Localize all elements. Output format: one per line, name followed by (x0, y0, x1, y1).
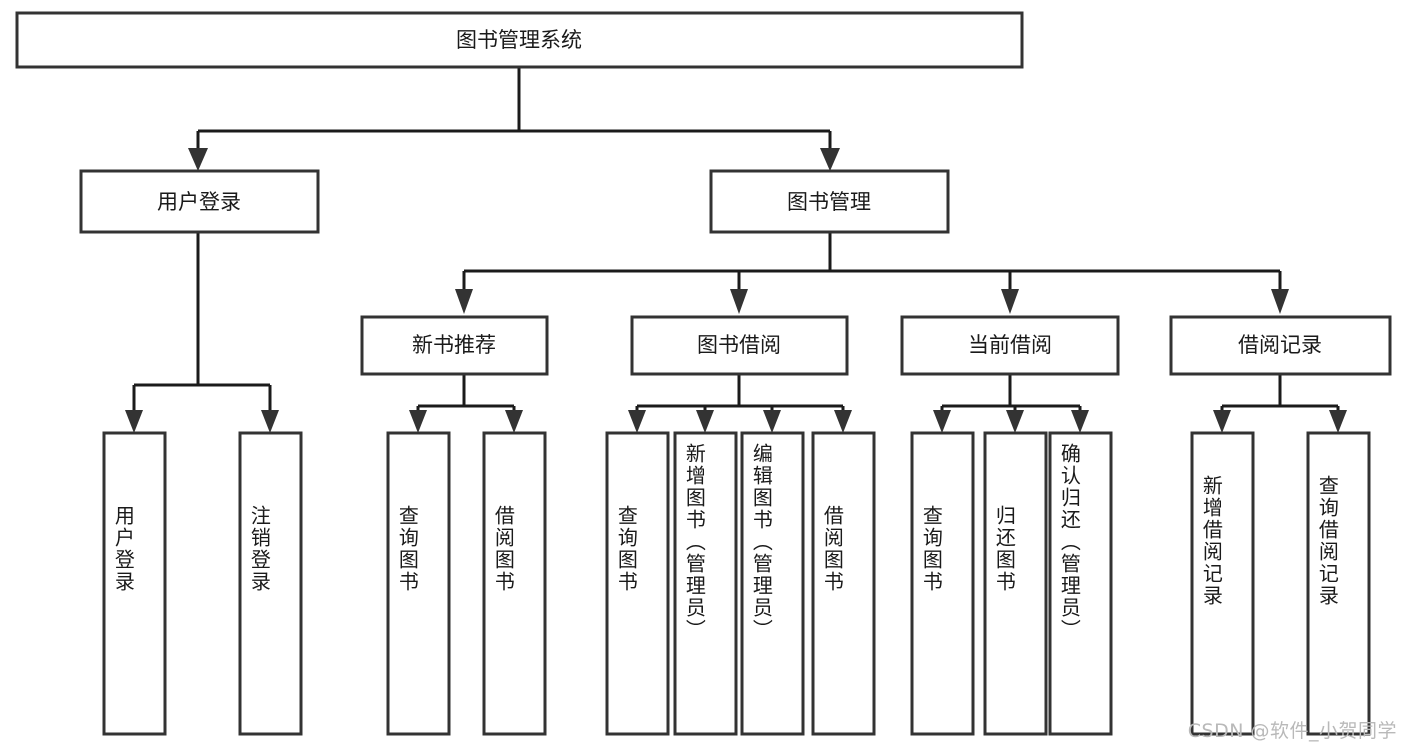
node-box-leaf-borrow-record-2[interactable] (1306, 431, 1371, 736)
connector-layer (125, 67, 1347, 433)
arrow-to-user-login (188, 148, 208, 171)
arrow-to-book-manage (820, 148, 840, 171)
node-box-new-book[interactable] (360, 315, 549, 376)
node-box-leaf-book-borrow-3[interactable] (740, 431, 805, 736)
arrow-ul-leaf-2 (261, 410, 279, 433)
node-box-leaf-book-borrow-1[interactable] (605, 431, 670, 736)
node-box-user-login[interactable] (79, 169, 320, 234)
node-box-leaf-user-login-2[interactable] (238, 431, 303, 736)
arrow-ul-leaf-1 (125, 410, 143, 433)
node-box-leaf-new-book-2[interactable] (482, 431, 547, 736)
node-label-root: 图书管理系统 (456, 28, 582, 52)
arrow-to-book-borrow (730, 289, 748, 314)
node-box-borrow-record[interactable] (1169, 315, 1392, 376)
node-box-leaf-current-borrow-2[interactable] (983, 431, 1048, 736)
arrow-bb-leaf-2 (696, 410, 714, 433)
arrow-cb-leaf-1 (933, 410, 951, 433)
node-label-current-borrow: 当前借阅 (968, 333, 1052, 357)
node-box-book-borrow[interactable] (630, 315, 849, 376)
node-label-book-borrow: 图书借阅 (697, 333, 781, 357)
arrow-cb-leaf-2 (1006, 410, 1024, 433)
node-box-root[interactable] (15, 11, 1024, 69)
node-label-user-login: 用户登录 (157, 190, 241, 214)
arrow-bb-leaf-1 (628, 410, 646, 433)
node-box-leaf-user-login-1[interactable] (102, 431, 167, 736)
arrow-bb-leaf-4 (834, 410, 852, 433)
arrow-br-leaf-1 (1213, 410, 1231, 433)
node-box-leaf-current-borrow-1[interactable] (910, 431, 975, 736)
node-box-current-borrow[interactable] (900, 315, 1120, 376)
node-box-leaf-current-borrow-3[interactable] (1048, 431, 1113, 736)
node-label-book-manage: 图书管理 (787, 190, 871, 214)
node-label-new-book: 新书推荐 (412, 333, 496, 357)
node-box-leaf-book-borrow-4[interactable] (811, 431, 876, 736)
arrow-to-borrow-record (1271, 289, 1289, 314)
arrow-bb-leaf-3 (763, 410, 781, 433)
arrow-to-new-book (455, 289, 473, 314)
arrow-br-leaf-2 (1329, 410, 1347, 433)
node-box-book-manage[interactable] (709, 169, 950, 234)
node-layer: 图书管理系统 用户登录 图书管理 新书推荐 图书借阅 当前借阅 借阅记录 (15, 11, 1392, 736)
arrow-cb-leaf-3 (1071, 410, 1089, 433)
node-box-leaf-new-book-1[interactable] (386, 431, 451, 736)
node-label-borrow-record: 借阅记录 (1238, 333, 1322, 357)
arrow-to-current-borrow (1001, 289, 1019, 314)
node-box-leaf-borrow-record-1[interactable] (1190, 431, 1255, 736)
node-box-leaf-book-borrow-2[interactable] (673, 431, 738, 736)
arrow-nb-leaf-1 (409, 410, 427, 433)
arrow-nb-leaf-2 (505, 410, 523, 433)
